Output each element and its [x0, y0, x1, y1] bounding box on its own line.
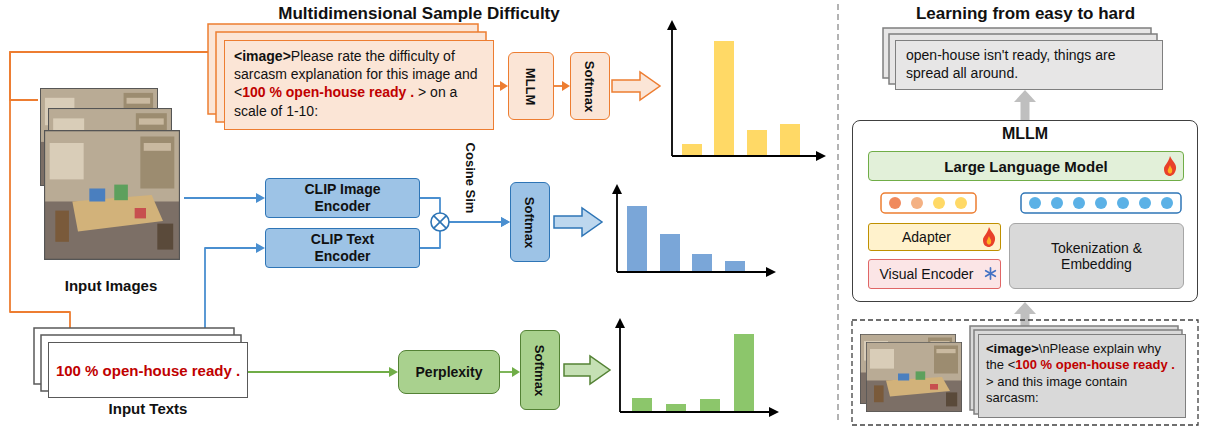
operation-label: Cosine Sim: [463, 143, 478, 214]
visual-encoder-box: Visual Encoder: [868, 259, 1001, 289]
adapter-box: Adapter: [868, 223, 1001, 251]
perplexity-box: Perplexity: [398, 350, 500, 394]
connector: [248, 367, 398, 377]
connector: [205, 243, 265, 342]
node-label: Input Images: [65, 277, 158, 294]
instruction-text: > and this image contain sarcasm:: [986, 374, 1127, 405]
embedding-box: Tokenization & Embedding: [1009, 223, 1184, 289]
node-label: Softmax: [523, 196, 538, 247]
panel-title: Learning from easy to hard: [840, 4, 1211, 24]
snowflake-icon: [984, 267, 997, 280]
connector: [184, 193, 265, 203]
node-label: MLLM: [523, 67, 538, 105]
arrowhead: [562, 81, 570, 91]
bar-chart: [612, 184, 776, 277]
image-token: <image>: [986, 341, 1039, 356]
node-label: Large Language Model: [944, 158, 1107, 175]
connector: [494, 81, 508, 91]
connector-line: [494, 85, 501, 87]
llm-box: Large Language Model: [868, 151, 1184, 181]
multiply-symbol: [431, 213, 449, 231]
sarcasm-text: 100 % open-house ready .: [242, 84, 414, 100]
node-label: Tokenization & Embedding: [1014, 240, 1179, 272]
prompt-box: <image>Please rate the difficulty of sar…: [224, 40, 494, 130]
arrowhead: [500, 81, 508, 91]
diagram-title: Multidimensional Sample Difficulty: [0, 4, 838, 24]
divider: [837, 4, 839, 424]
softmax-box: Softmax: [520, 330, 560, 410]
arrowhead: [1014, 90, 1036, 102]
connector-line: [10, 52, 216, 342]
encoder-box: CLIP Image Encoder: [265, 178, 420, 218]
arrowhead: [389, 367, 398, 377]
connector: [10, 47, 224, 342]
block-arrow: [554, 208, 602, 236]
encoder-box: CLIP Text Encoder: [265, 228, 420, 268]
connector-line: [184, 197, 257, 199]
arrowhead: [256, 243, 265, 253]
arrowhead: [512, 367, 520, 377]
connector-line: [1021, 101, 1030, 120]
node-label: Softmax: [583, 60, 598, 111]
arrowhead: [256, 193, 265, 203]
node-label: Softmax: [533, 344, 548, 395]
connector-line: [554, 85, 563, 87]
flame-icon: [982, 227, 996, 247]
image-token: <image>: [234, 48, 291, 64]
connector: [500, 367, 520, 377]
block-arrow: [564, 356, 610, 384]
connector: [1014, 90, 1036, 120]
softmax-box: Softmax: [570, 52, 610, 120]
arrowhead: [501, 217, 510, 227]
node-label: CLIP Text Encoder: [290, 231, 395, 265]
softmax-box: Softmax: [510, 182, 550, 262]
instruction-card: <image>\nPlease explain why the <100 % o…: [978, 334, 1186, 418]
mllm-box: MLLM: [508, 52, 554, 120]
connector-line: [248, 371, 390, 373]
sarcasm-text: 100 % open-house ready .: [1015, 357, 1175, 372]
arrowhead: [1014, 302, 1036, 314]
text-block: <image>Please rate the difficulty of sar…: [234, 47, 484, 120]
arrowhead: [501, 217, 510, 227]
photo-stack: [860, 334, 962, 412]
group-label: Input Texts: [29, 400, 267, 417]
bar-chart: [615, 318, 779, 417]
node-label: open-house isn't ready, things are sprea…: [906, 46, 1152, 82]
input-frame: [852, 320, 1198, 425]
block-arrow: [612, 72, 660, 100]
text-block: <image>\nPlease explain why the <100 % o…: [986, 341, 1178, 406]
node-label: Perplexity: [416, 364, 483, 380]
output-card: open-house isn't ready, things are sprea…: [895, 40, 1163, 90]
connector: [554, 81, 570, 91]
node-label: CLIP Image Encoder: [290, 181, 395, 215]
mllm-panel: MLLM Large Language Model Adapter Visual …: [852, 120, 1198, 302]
bar-chart: [667, 20, 826, 161]
node-label: Visual Encoder: [880, 266, 974, 282]
connector-line: [500, 371, 513, 373]
photo-stack: [40, 88, 180, 260]
sample-text: 100 % open-house ready .: [56, 362, 240, 379]
image-group: Input Images: [38, 84, 184, 296]
panel-heading: MLLM: [853, 125, 1197, 143]
flame-icon: [1163, 156, 1177, 176]
node-label: Adapter: [902, 229, 951, 245]
text-card: 100 % open-house ready .Input Texts: [48, 342, 248, 398]
